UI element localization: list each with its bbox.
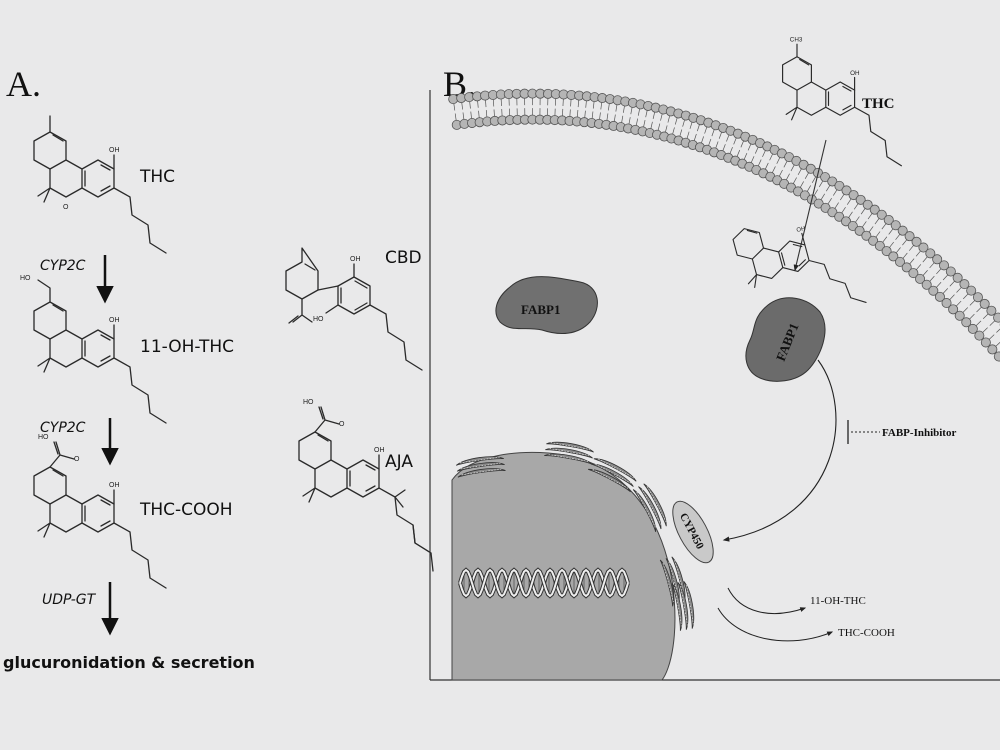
product2-arrow xyxy=(717,607,834,642)
cbd-label: CBD xyxy=(385,248,422,268)
fabp1-free-label: FABP1 xyxy=(521,302,560,317)
svg-text:OH: OH xyxy=(374,447,385,454)
fabp1-free-protein xyxy=(495,276,598,335)
product2-label: THC-COOH xyxy=(838,627,895,639)
enzyme-step3: UDP-GT xyxy=(42,592,97,608)
svg-text:HO: HO xyxy=(313,316,324,323)
svg-text:CH3: CH3 xyxy=(790,37,803,44)
fabp1-bound-protein xyxy=(745,297,826,382)
svg-text:OH: OH xyxy=(796,226,806,234)
thc-cooh-label: THC-COOH xyxy=(139,500,233,520)
svg-text:HO: HO xyxy=(38,434,49,441)
thc-b-label: THC xyxy=(862,96,895,112)
aja-structure: HO O OH xyxy=(298,399,434,572)
aja-label: AJA xyxy=(385,452,413,472)
svg-text:OH: OH xyxy=(109,147,120,154)
cell-membrane xyxy=(448,88,1000,362)
inhibitor-label: FABP-Inhibitor xyxy=(882,427,956,439)
oh-thc-structure: HO OH xyxy=(20,275,167,424)
thc-cooh-structure: HO O OH xyxy=(33,434,167,589)
svg-text:O: O xyxy=(74,456,80,463)
svg-text:HO: HO xyxy=(303,399,314,406)
enzyme-step1: CYP2C xyxy=(40,258,86,274)
final-step-label: glucuronidation & secretion xyxy=(3,653,255,672)
product1-label: 11-OH-THC xyxy=(810,595,866,607)
delivery-arrow xyxy=(722,359,837,542)
svg-text:OH: OH xyxy=(109,317,120,324)
enzyme-step2: CYP2C xyxy=(40,420,86,436)
svg-text:O: O xyxy=(63,204,69,211)
dna-helix xyxy=(458,567,630,599)
thc-entry-arrow xyxy=(793,139,827,272)
thc-structure: OH O xyxy=(33,115,167,254)
svg-text:OH: OH xyxy=(850,70,860,77)
svg-text:OH: OH xyxy=(109,482,120,489)
cyp450-enzyme: CYP450 xyxy=(672,500,714,564)
thc-bound-structure: OH xyxy=(730,202,867,333)
panel-a-letter: A. xyxy=(6,64,41,104)
product1-arrow xyxy=(727,587,807,615)
thc-label: THC xyxy=(139,167,175,187)
svg-text:O: O xyxy=(339,421,345,428)
cbd-structure: OH HO xyxy=(285,247,423,371)
svg-text:OH: OH xyxy=(350,256,361,263)
nucleus xyxy=(451,451,676,681)
thc-b-structure: CH3 OH xyxy=(782,37,902,167)
oh-thc-label: 11-OH-THC xyxy=(140,337,234,357)
endoplasmic-reticulum xyxy=(455,441,695,631)
svg-text:HO: HO xyxy=(20,275,31,282)
